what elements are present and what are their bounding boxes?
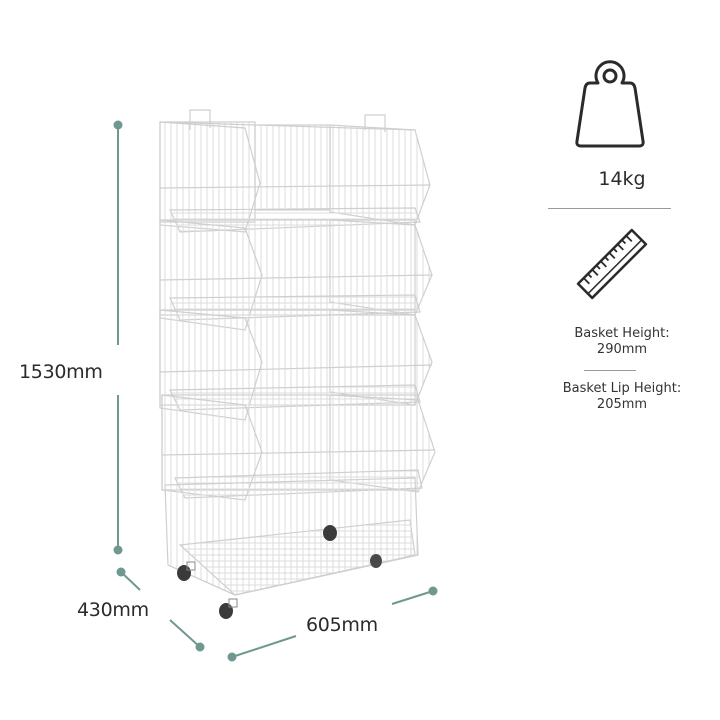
basket-height-label: Basket Height: [574,326,670,341]
depth-label: 430mm [77,599,149,621]
height-label: 1530mm [19,361,103,383]
ruler-icon [576,228,648,300]
weight-value: 14kg [598,168,646,190]
castor-wheels [177,525,382,619]
basket-3 [159,309,433,421]
basket-5 [164,477,419,596]
width-label: 605mm [306,614,378,636]
basket-1 [159,121,431,233]
depth-line-bottom [169,619,201,648]
width-line-right [391,590,434,605]
width-line-left [231,635,297,658]
weight-divider [548,208,671,209]
basket-height-value: 290mm [596,342,648,357]
basket-divider [584,370,636,371]
basket-lip-height-label: Basket Lip Height: [562,381,682,396]
weight-icon [575,60,645,148]
basket-lip-height-value: 205mm [596,397,648,412]
